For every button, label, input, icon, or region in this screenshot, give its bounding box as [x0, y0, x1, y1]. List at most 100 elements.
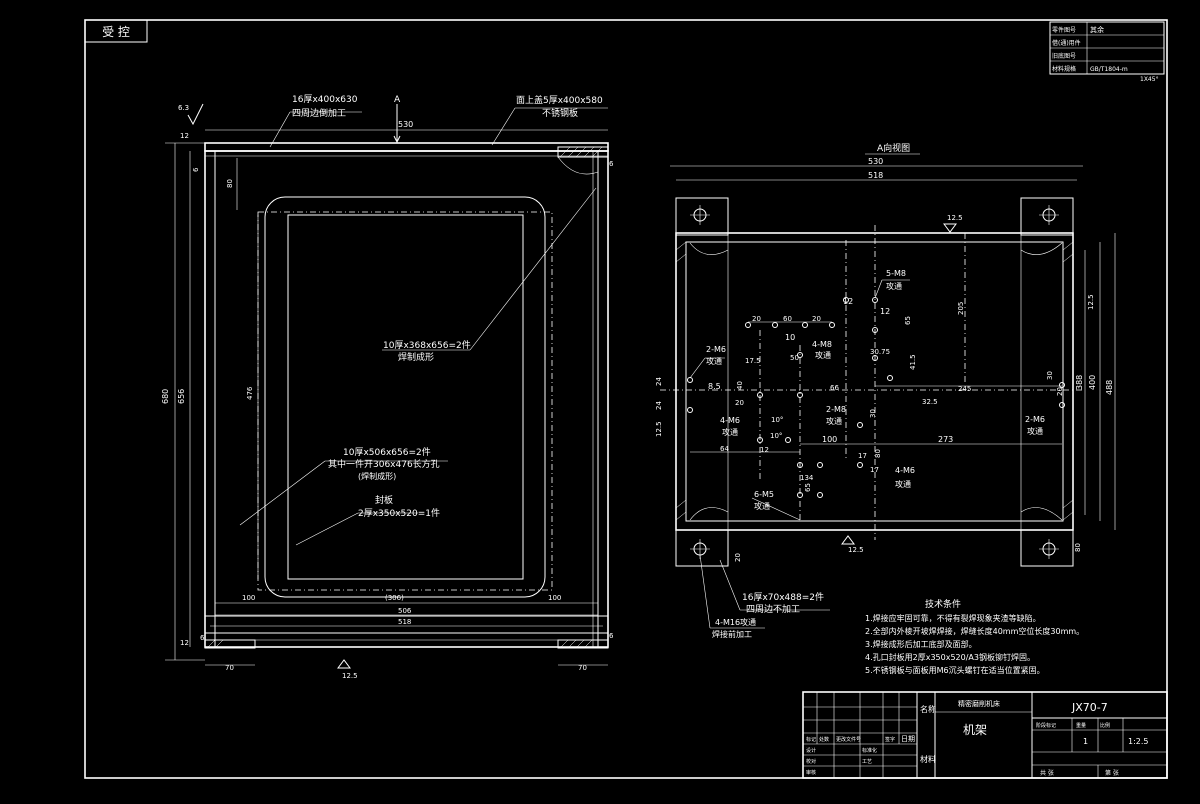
tr-key-2: 旧底图号 [1052, 52, 1076, 60]
dim-80b: 80 [1074, 543, 1082, 552]
callout-top-plate-1: 面上盖5厚x400x580 [516, 94, 603, 106]
ear-top-left [675, 197, 729, 236]
callout-top-plate-2: 不锈钢板 [542, 107, 578, 119]
hole-callout-7a: 6-M5 [754, 490, 774, 499]
dim-12-top: 12 [180, 132, 189, 140]
stamp-box [84, 19, 148, 43]
tr-key-1: 借(通)用件 [1052, 39, 1081, 47]
callout-ear-1: 4-M16攻通 [715, 617, 756, 627]
roughness-top-rv: 12.5 [947, 214, 963, 222]
view-title: A向视图 [877, 142, 910, 154]
dim-100-rv: 100 [822, 435, 837, 444]
dim-20b: 20 [812, 315, 821, 323]
scale-value: 1:2.5 [1128, 737, 1149, 746]
dim-70-left: 70 [225, 664, 234, 672]
dim-64: 64 [720, 445, 729, 453]
dim-66: 66 [830, 384, 839, 392]
note-1: 1.焊接应牢固可靠，不得有裂焊现象夹渣等缺陷。 [865, 613, 1041, 623]
dim-476: 476 [246, 386, 254, 400]
hole-callout-3b: 攻通 [815, 350, 831, 360]
window-inner [287, 214, 524, 580]
hole-callout-8a: 4-M6 [895, 466, 915, 475]
dim-518: 518 [398, 618, 411, 626]
sheet-no: 第 张 [1105, 769, 1119, 777]
part-name: 机架 [963, 723, 987, 737]
view-arrow-label: A [394, 95, 401, 105]
dim-17b: 17 [870, 466, 879, 474]
project-name: 精密磨削机床 [958, 699, 1000, 708]
dim-10: 10 [785, 333, 795, 342]
stage-label: 阶段标记 [1036, 722, 1056, 729]
callout-bent-1: 10厚x368x656=2件 [383, 339, 471, 351]
callout-plate-1: 10厚x506x656=2件 [343, 446, 431, 458]
dim-400: 400 [1088, 375, 1097, 390]
role-2: 审核 [806, 769, 816, 776]
dim-30r: 30 [1046, 371, 1054, 380]
dim-12c: 12 [760, 446, 769, 454]
technical-notes: 技术条件 1.焊接应牢固可靠，不得有裂焊现象夹渣等缺陷。 2.全部内外棱开坡焊焊… [865, 598, 1084, 675]
hole-pattern [687, 297, 1065, 498]
frame-outline [204, 150, 609, 648]
hole-callout-4b: 攻通 [722, 427, 738, 437]
tr-val-3: GB/T1804-m [1090, 66, 1128, 73]
hole-callout-6b: 攻通 [1027, 426, 1043, 436]
hole-callout-5b: 攻通 [826, 416, 842, 426]
dim-656: 656 [177, 389, 186, 404]
dim-60: 60 [783, 315, 792, 323]
dim-12-5r: 12.5 [1087, 294, 1095, 310]
tr-key-3: 材料规格 [1052, 65, 1076, 73]
rev-header-3: 签字 [885, 736, 895, 743]
dim-6-right-top: 6 [609, 160, 614, 168]
weight-label: 重量 [1076, 722, 1086, 729]
callout-plate-2: 其中一件开306x476长方孔 [328, 458, 440, 470]
title-block: 标记 处数 更改文件号 签字 日期 设计 校对 审核 工艺 标准化 名称 材料 … [802, 691, 1168, 779]
dim-680: 680 [161, 389, 170, 404]
role-1: 校对 [806, 758, 816, 765]
window-outer [264, 196, 546, 598]
ear-bottom-right [1020, 529, 1074, 567]
sheet-total: 共 张 [1040, 769, 1054, 777]
dim-488: 488 [1105, 380, 1114, 395]
rev-header-4: 日期 [901, 735, 915, 743]
dim-20a: 20 [752, 315, 761, 323]
roughness-bottom: 12.5 [342, 672, 358, 680]
dim-530-right: 530 [868, 157, 883, 166]
left-view: 680 656 476 80 12 6 12 6 6 6 530 6.3 A 1… [161, 94, 614, 680]
tr-key-0: 零件图号 [1052, 26, 1076, 34]
dim-12b: 12 [880, 307, 890, 316]
role-0: 设计 [806, 747, 816, 754]
dim-388: 388 [1075, 375, 1084, 390]
dim-8-5: 8.5 [708, 382, 721, 391]
dim-12-bottom: 12 [180, 639, 189, 647]
hole-callout-2b: 攻通 [706, 356, 722, 366]
dim-12a: 12 [843, 297, 853, 306]
dim-530-top: 530 [398, 120, 413, 129]
dim-32-5: 32.5 [922, 398, 938, 406]
note-4: 4.孔口封板用2厚x350x520/A3钢板铆钉焊固。 [865, 652, 1035, 662]
label-material: 材料 [920, 754, 936, 764]
top-right-table: 零件图号 其余 借(通)用件 旧底图号 材料规格 GB/T1804-m 1X45… [1049, 21, 1165, 83]
roughness-value: 6.3 [178, 104, 189, 112]
ear-top-right [1020, 197, 1074, 236]
dim-100-left: 100 [242, 594, 255, 602]
drawing-border [84, 19, 1168, 779]
callout-ear-2: 焊接前加工 [712, 629, 752, 639]
callout-bottom-plate-2: 四周边不加工 [746, 604, 800, 615]
callout-plate-3: (焊制成形) [358, 471, 396, 481]
dim-100-right: 100 [548, 594, 561, 602]
dim-20r: 20 [1056, 387, 1064, 396]
dim-20c: 20 [735, 399, 744, 407]
dim-518-right: 518 [868, 171, 883, 180]
dim-6-bottom: 6 [200, 634, 205, 642]
hole-callout-7b: 攻通 [754, 501, 770, 511]
hole-callout-4a: 4-M6 [720, 416, 740, 425]
dim-245: 245 [958, 385, 971, 393]
dim-40: 40 [736, 381, 744, 390]
rev-header-0: 标记 [806, 736, 816, 743]
role-value-1: 工艺 [862, 759, 872, 765]
scale-label: 比例 [1100, 722, 1110, 729]
hidden-outline [257, 211, 553, 591]
dim-17-5: 17.5 [745, 357, 761, 365]
